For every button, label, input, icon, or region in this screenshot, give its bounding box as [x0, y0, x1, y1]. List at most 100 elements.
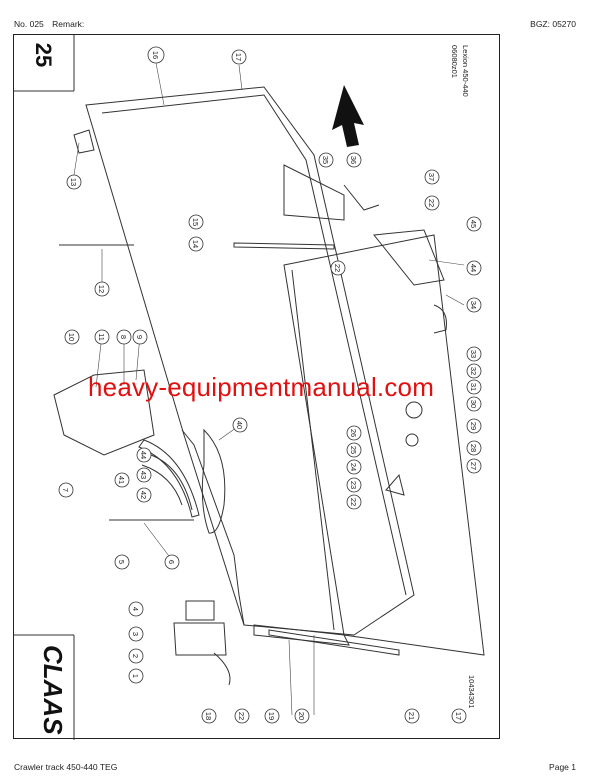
callout-19 [264, 708, 280, 724]
callout-16 [147, 46, 165, 64]
callout-17b [451, 708, 467, 724]
svg-text:32: 32 [469, 367, 478, 375]
direction-arrow-icon [332, 85, 364, 147]
callout-45 [466, 216, 482, 232]
svg-text:22: 22 [237, 712, 246, 720]
svg-text:14: 14 [191, 240, 200, 248]
footer-page: Page 1 [549, 762, 576, 772]
callout-35 [318, 152, 334, 168]
svg-text:21: 21 [407, 712, 416, 720]
svg-text:43: 43 [139, 471, 148, 479]
svg-text:36: 36 [349, 156, 358, 164]
diagram-frame: 16 17 13 12 10 11 8 9 7 41 44 43 42 40 5… [13, 34, 500, 740]
drawing-code: 06080z01 [450, 45, 459, 78]
svg-text:35: 35 [321, 156, 330, 164]
svg-text:5: 5 [117, 560, 126, 564]
svg-text:6: 6 [167, 560, 176, 564]
callout-3 [128, 626, 144, 642]
header-left: No. 025 Remark: [14, 19, 84, 29]
callout-26 [346, 425, 362, 441]
callout-2 [128, 648, 144, 664]
callout-labels: 16 17 13 12 10 11 8 9 7 41 44 43 42 40 5… [61, 51, 478, 720]
svg-text:37: 37 [427, 173, 436, 181]
svg-text:4: 4 [131, 607, 140, 611]
svg-text:27: 27 [469, 462, 478, 470]
svg-text:13: 13 [69, 178, 78, 186]
svg-text:29: 29 [469, 422, 478, 430]
svg-text:33: 33 [469, 350, 478, 358]
svg-text:26: 26 [349, 429, 358, 437]
remark-label: Remark: [52, 19, 85, 29]
callout-14 [188, 236, 204, 252]
callout-42 [136, 467, 152, 483]
callout-29 [466, 418, 482, 434]
brand-logo: CLAAS [38, 645, 68, 735]
callout-9 [132, 329, 148, 345]
svg-text:12: 12 [97, 285, 106, 293]
footer-title: Crawler track 450-440 TEG [14, 762, 118, 772]
parts-diagram: 16 17 13 12 10 11 8 9 7 41 44 43 42 40 5… [14, 35, 485, 740]
callout-15 [188, 214, 204, 230]
svg-text:40: 40 [235, 421, 244, 429]
callout-6 [164, 554, 180, 570]
svg-text:10: 10 [67, 333, 76, 341]
callout-21 [404, 708, 420, 724]
doc-number: No. 025 [14, 19, 44, 29]
svg-text:17: 17 [454, 712, 463, 720]
callout-11 [94, 329, 110, 345]
svg-text:20: 20 [297, 712, 306, 720]
svg-text:22: 22 [333, 264, 342, 272]
svg-text:1: 1 [131, 674, 140, 678]
callout-27 [466, 458, 482, 474]
svg-text:25: 25 [349, 446, 358, 454]
callout-34 [466, 297, 482, 313]
callout-33 [466, 346, 482, 362]
svg-text:18: 18 [204, 712, 213, 720]
page-number: 25 [31, 43, 56, 67]
svg-text:16: 16 [151, 51, 160, 59]
callout-44 [466, 260, 482, 276]
callout-22b [424, 195, 440, 211]
svg-text:7: 7 [61, 488, 70, 492]
callout-7 [58, 482, 74, 498]
callout-36 [346, 152, 362, 168]
svg-text:42: 42 [139, 491, 148, 499]
svg-text:19: 19 [267, 712, 276, 720]
svg-text:30: 30 [469, 400, 478, 408]
callout-31 [466, 379, 482, 395]
callout-32 [466, 363, 482, 379]
callout-22a [330, 260, 346, 276]
svg-text:11: 11 [97, 333, 106, 341]
svg-text:8: 8 [119, 335, 128, 339]
callout-13 [66, 174, 82, 190]
svg-text:9: 9 [135, 335, 144, 339]
bgz-code: BGZ: 05270 [530, 19, 576, 29]
callout-4 [128, 601, 144, 617]
callout-22c [346, 494, 362, 510]
callout-41 [136, 487, 152, 503]
svg-text:24: 24 [349, 463, 358, 471]
svg-text:22: 22 [427, 199, 436, 207]
svg-text:2: 2 [131, 654, 140, 658]
callout-5 [114, 554, 130, 570]
callout-25 [346, 442, 362, 458]
svg-text:31: 31 [469, 383, 478, 391]
callout-39 [232, 417, 248, 433]
callout-22d [234, 708, 250, 724]
callout-10 [64, 329, 80, 345]
svg-text:44: 44 [469, 264, 478, 272]
callout-28 [466, 440, 482, 456]
svg-text:41: 41 [117, 476, 126, 484]
svg-text:22: 22 [349, 498, 358, 506]
svg-text:34: 34 [469, 301, 478, 309]
callout-23 [346, 477, 362, 493]
page-header: No. 025 Remark: BGZ: 05270 [0, 0, 600, 30]
callout-43 [136, 447, 152, 463]
callout-20 [294, 708, 310, 724]
svg-text:44: 44 [139, 451, 148, 459]
svg-text:23: 23 [349, 481, 358, 489]
callout-24 [346, 459, 362, 475]
model-name: Lexion 450-440 [461, 45, 470, 97]
callout-40 [114, 472, 130, 488]
callout-30 [466, 396, 482, 412]
